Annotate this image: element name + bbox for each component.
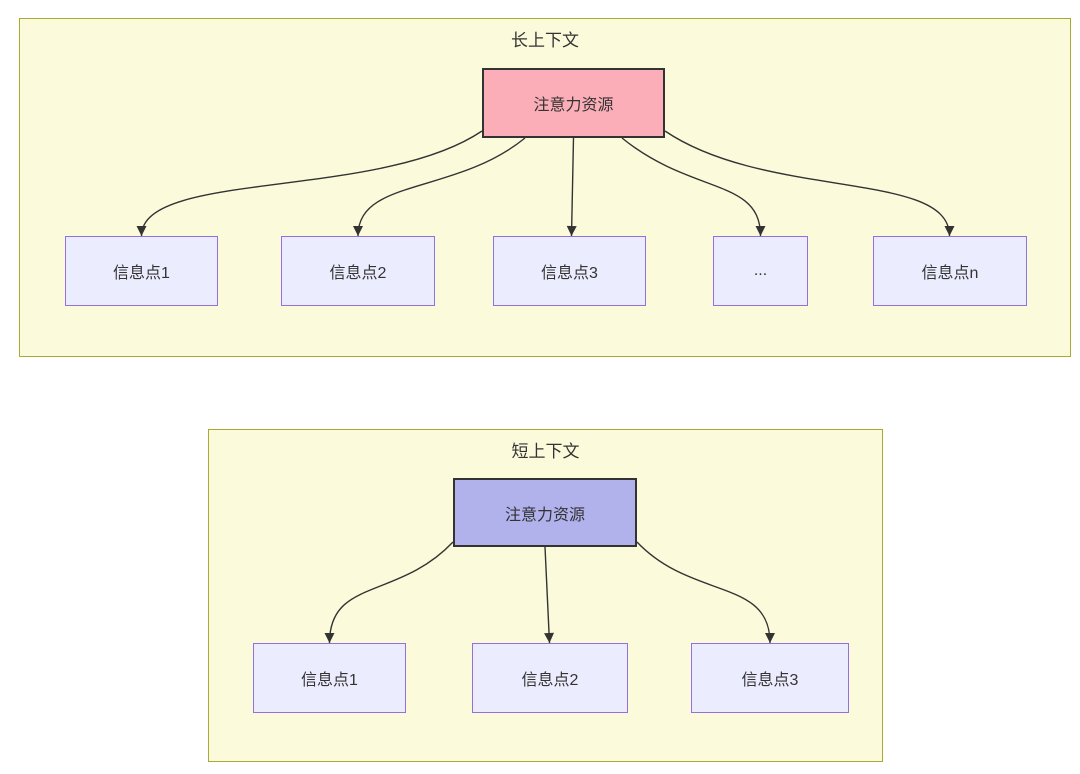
long-info-node-ellipsis: ...: [713, 236, 808, 306]
short-info-node-1: 信息点1: [253, 643, 406, 713]
short-info-node-2: 信息点2: [472, 643, 628, 713]
long-info-node-2: 信息点2: [281, 236, 435, 306]
short-attention-resource-node: 注意力资源: [453, 478, 637, 547]
long-info-node-3: 信息点3: [493, 236, 646, 306]
long-info-node-1: 信息点1: [65, 236, 218, 306]
short-info-node-3: 信息点3: [691, 643, 849, 713]
long-attention-resource-node: 注意力资源: [482, 68, 665, 138]
short-context-title: 短上下文: [511, 442, 580, 461]
long-info-node-n: 信息点n: [873, 236, 1027, 306]
long-context-title: 长上下文: [511, 31, 579, 50]
